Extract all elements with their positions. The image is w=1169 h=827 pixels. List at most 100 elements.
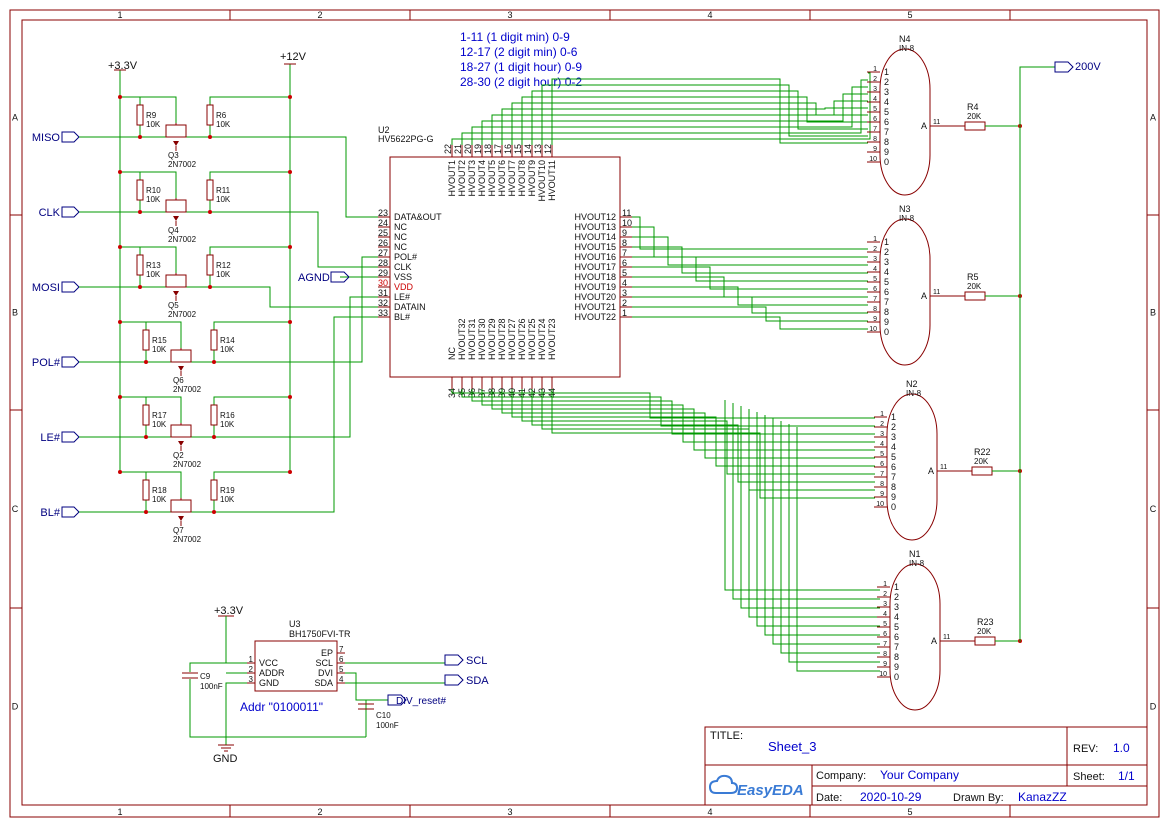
tube-anode: A	[921, 121, 927, 131]
res-ref: R18	[152, 486, 167, 495]
wire	[481, 389, 875, 443]
pin-label: HVOUT22	[574, 312, 616, 322]
pin-label: HVOUT31	[467, 318, 477, 360]
sheet-value: 1/1	[1118, 769, 1135, 783]
tube-digit: 1	[884, 237, 889, 247]
pin-num: 18	[483, 144, 493, 154]
res-ref: R10	[146, 186, 161, 195]
tube-digit: 3	[884, 257, 889, 267]
anode-resistor	[964, 291, 986, 301]
pin-num: 6	[622, 258, 627, 268]
pin-label: NC	[394, 222, 407, 232]
tube-digit: 0	[891, 502, 896, 512]
mosfet-body	[165, 274, 187, 288]
col-label: 4	[707, 10, 712, 20]
anode-res-val: 20K	[967, 112, 982, 121]
c9-val: 100nF	[200, 682, 223, 691]
tube-digit: 2	[891, 422, 896, 432]
wire	[748, 409, 880, 618]
pin-label: HVOUT14	[574, 232, 616, 242]
net-port	[61, 506, 80, 518]
pin-label: HVOUT26	[517, 318, 527, 360]
pin-label: HVOUT10	[537, 160, 547, 202]
tube-digit: 3	[891, 432, 896, 442]
res-val: 10K	[216, 120, 231, 129]
wire	[501, 107, 868, 145]
row-label: B	[12, 308, 18, 318]
mosfet-body	[170, 499, 192, 513]
tube-pin-num: 3	[873, 256, 877, 263]
col-label: 5	[907, 807, 912, 817]
tube-pin-num: 6	[880, 461, 884, 468]
resistor	[210, 404, 218, 426]
pin-num: 12	[543, 144, 553, 154]
tube-pin-num: 8	[873, 136, 877, 143]
fet-part: 2N7002	[173, 460, 202, 469]
anode-res-val: 20K	[974, 457, 989, 466]
resistor	[206, 104, 214, 126]
wire	[451, 72, 871, 145]
anode-res-val: 20K	[977, 627, 992, 636]
col-label: 2	[317, 807, 322, 817]
tube-pin-num: 1	[883, 581, 887, 588]
pin-label: HVOUT18	[574, 272, 616, 282]
junction-dot	[144, 510, 148, 514]
pin-label: HVOUT1	[447, 160, 457, 197]
junction-dot	[208, 135, 212, 139]
wire	[551, 389, 875, 499]
tube-pin-num: 5	[873, 106, 877, 113]
v33-label: +3.3V	[108, 60, 138, 72]
pin-label: HVOUT13	[574, 222, 616, 232]
junction-dot	[288, 95, 292, 99]
tube-pin-num: 10	[876, 501, 884, 508]
pin-num: 11	[622, 208, 631, 218]
fet-ref: Q4	[168, 226, 179, 235]
junction-dot	[144, 360, 148, 364]
wire	[191, 256, 378, 363]
wire	[632, 246, 868, 274]
wire	[632, 266, 868, 290]
junction-dot	[138, 210, 142, 214]
wire	[541, 389, 875, 491]
tube-ref: N1	[909, 549, 921, 559]
tube-pin-num: 7	[880, 471, 884, 478]
res-val: 10K	[220, 495, 235, 504]
drawn-label: Drawn By:	[953, 792, 1004, 804]
tube-digit: 2	[884, 247, 889, 257]
level-shifters: MISOR910KR610KQ32N7002CLKR1010KR1110KQ42…	[32, 95, 378, 544]
tube-pin-num: 3	[883, 601, 887, 608]
tube-part: IN-8	[906, 389, 922, 398]
wire	[213, 396, 290, 405]
net-label: CLK	[39, 207, 61, 219]
tube-pin-num: 3	[880, 431, 884, 438]
wire	[481, 93, 868, 145]
tube-part: IN-8	[899, 44, 915, 53]
rev-value: 1.0	[1113, 741, 1130, 755]
sheet-label: Sheet:	[1073, 771, 1105, 783]
net-port	[61, 131, 80, 143]
wire	[120, 96, 141, 105]
tube-pin-num: 10	[869, 326, 877, 333]
pin-label: POL#	[394, 252, 417, 262]
pin-label: GND	[259, 678, 280, 688]
pin-label: NC	[394, 232, 407, 242]
pin-label: HVOUT28	[497, 318, 507, 360]
pin-label: HVOUT2	[457, 160, 467, 197]
pin-num: 27	[378, 248, 388, 258]
res-val: 10K	[220, 345, 235, 354]
tube-digit: 3	[884, 87, 889, 97]
tube-pin-num: 7	[873, 296, 877, 303]
tube-pin-num: 5	[883, 621, 887, 628]
anode-pin-num: 11	[933, 119, 940, 126]
pin-num: 31	[378, 288, 388, 298]
pin-num: 29	[378, 268, 388, 278]
wire	[120, 396, 147, 405]
tube-digit: 6	[891, 462, 896, 472]
anode-pin-num: 11	[933, 289, 940, 296]
pin-label: ADDR	[259, 668, 285, 678]
